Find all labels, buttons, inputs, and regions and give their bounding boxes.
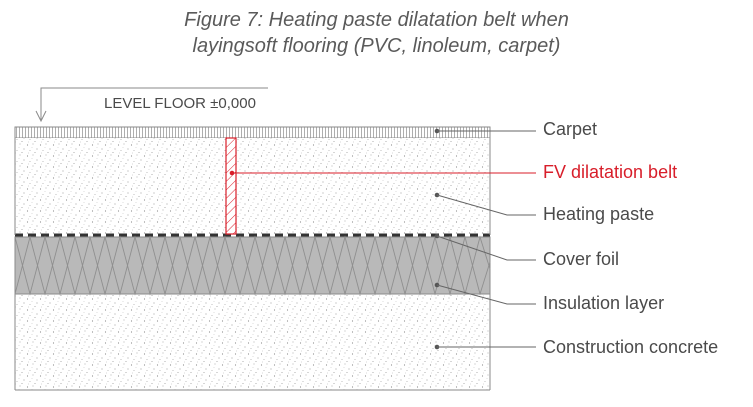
label-construction-concrete: Construction concrete	[543, 337, 718, 357]
level-floor-label: LEVEL FLOOR ±0,000	[104, 95, 256, 112]
carpet-leader	[434, 128, 536, 134]
construction-concrete-layer	[15, 294, 490, 390]
carpet-layer	[14, 126, 491, 139]
label-cover-foil: Cover foil	[543, 249, 619, 269]
figure-title-line-2: layingsoft flooring (PVC, linoleum, carp…	[192, 35, 561, 57]
insulation-leader	[434, 282, 536, 305]
level-marker	[35, 87, 268, 123]
belt-leader	[229, 170, 536, 176]
paste-leader	[434, 192, 536, 216]
label-carpet: Carpet	[543, 119, 597, 139]
figure-title-line-1: Figure 7: Heating paste dilatation belt …	[184, 9, 569, 31]
label-fv-dilatation-belt: FV dilatation belt	[543, 162, 677, 182]
concrete-leader	[434, 344, 536, 350]
label-insulation-layer: Insulation layer	[543, 293, 664, 313]
label-heating-paste: Heating paste	[543, 204, 654, 224]
foil-leader	[434, 233, 536, 261]
